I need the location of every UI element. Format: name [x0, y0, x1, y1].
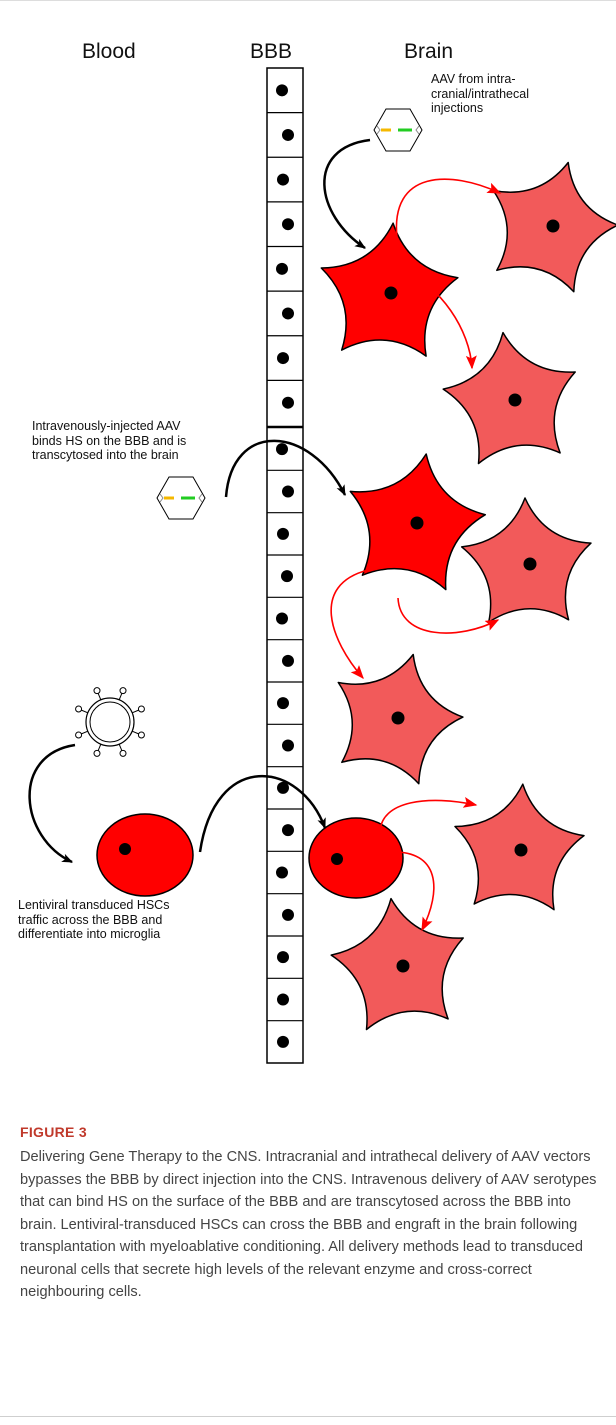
endothelial-cell: [267, 245, 303, 275]
endothelial-cell: [267, 681, 303, 710]
cross-corrected-neuron: [454, 783, 585, 911]
endothelial-cell: [267, 335, 303, 365]
intravenous-transcytosis-arrow: [224, 439, 347, 498]
intracranial-delivery-arrow: [323, 138, 371, 250]
delivery-arrows: [28, 138, 371, 864]
endothelial-cell: [276, 84, 288, 97]
label-aav-intravenous: Intravenously-injected AAV binds HS on t…: [32, 419, 187, 462]
bbb-header: BBB: [250, 40, 293, 63]
cross-corrected-neuron: [460, 497, 592, 623]
endothelial-cell: [267, 112, 303, 141]
endothelial-cell: [267, 808, 303, 837]
hsc-trafficking-arrow: [198, 774, 327, 853]
endothelial-cell: [267, 935, 303, 964]
endothelial-cell: [267, 290, 303, 320]
aav-capsid-icon: [156, 476, 206, 520]
cross-correction-arrows: [330, 178, 502, 932]
cross-corrected-neuron: [442, 331, 576, 465]
endothelial-cell: [267, 1020, 303, 1048]
endothelial-cell: [267, 156, 303, 186]
microglia-cell-brain: [308, 817, 404, 899]
diagram-canvas: [28, 67, 616, 1064]
cross-corrected-neuron: [337, 653, 464, 785]
endothelial-cell: [267, 723, 303, 752]
transduced-neuron: [349, 453, 487, 591]
figure-caption: Delivering Gene Therapy to the CNS. Intr…: [20, 1149, 597, 1300]
endothelial-cell: [267, 379, 303, 409]
lentivirus-transduction-arrow: [28, 743, 76, 864]
hsc-cell-blood: [96, 813, 194, 897]
bottom-border: [0, 1416, 616, 1417]
label-aav-intracranial: AAV from intra- cranial/intrathecal inje…: [431, 72, 529, 115]
cross-corrected-neuron: [330, 897, 464, 1031]
endothelial-cell: [267, 469, 303, 498]
endothelial-cell: [267, 893, 303, 921]
figure-3-diagram: Blood BBB Brain AAV from intra- cranial/…: [18, 40, 616, 1064]
endothelial-cell: [267, 554, 303, 583]
brain-header: Brain: [404, 40, 454, 63]
endothelial-cell: [267, 596, 303, 625]
endothelial-cell: [267, 850, 303, 879]
endothelial-cell: [267, 512, 303, 540]
lentivirus-icon: [75, 687, 145, 757]
label-lentiviral-hsc: Lentiviral transduced HSCs traffic acros…: [18, 898, 170, 941]
endothelial-cell: [267, 766, 303, 794]
bbb-endothelial-wall: [266, 67, 304, 1064]
endothelial-cell: [267, 639, 303, 667]
top-border: [0, 0, 616, 1]
blood-header: Blood: [82, 40, 136, 63]
endothelial-cell: [267, 977, 303, 1006]
endothelial-cell: [267, 201, 303, 231]
figure-label: FIGURE 3: [20, 1124, 87, 1140]
aav-capsid-icon: [373, 108, 423, 152]
endothelial-cell: [276, 443, 288, 456]
cross-corrected-neuron: [492, 161, 616, 293]
transduced-neuron: [320, 222, 459, 357]
